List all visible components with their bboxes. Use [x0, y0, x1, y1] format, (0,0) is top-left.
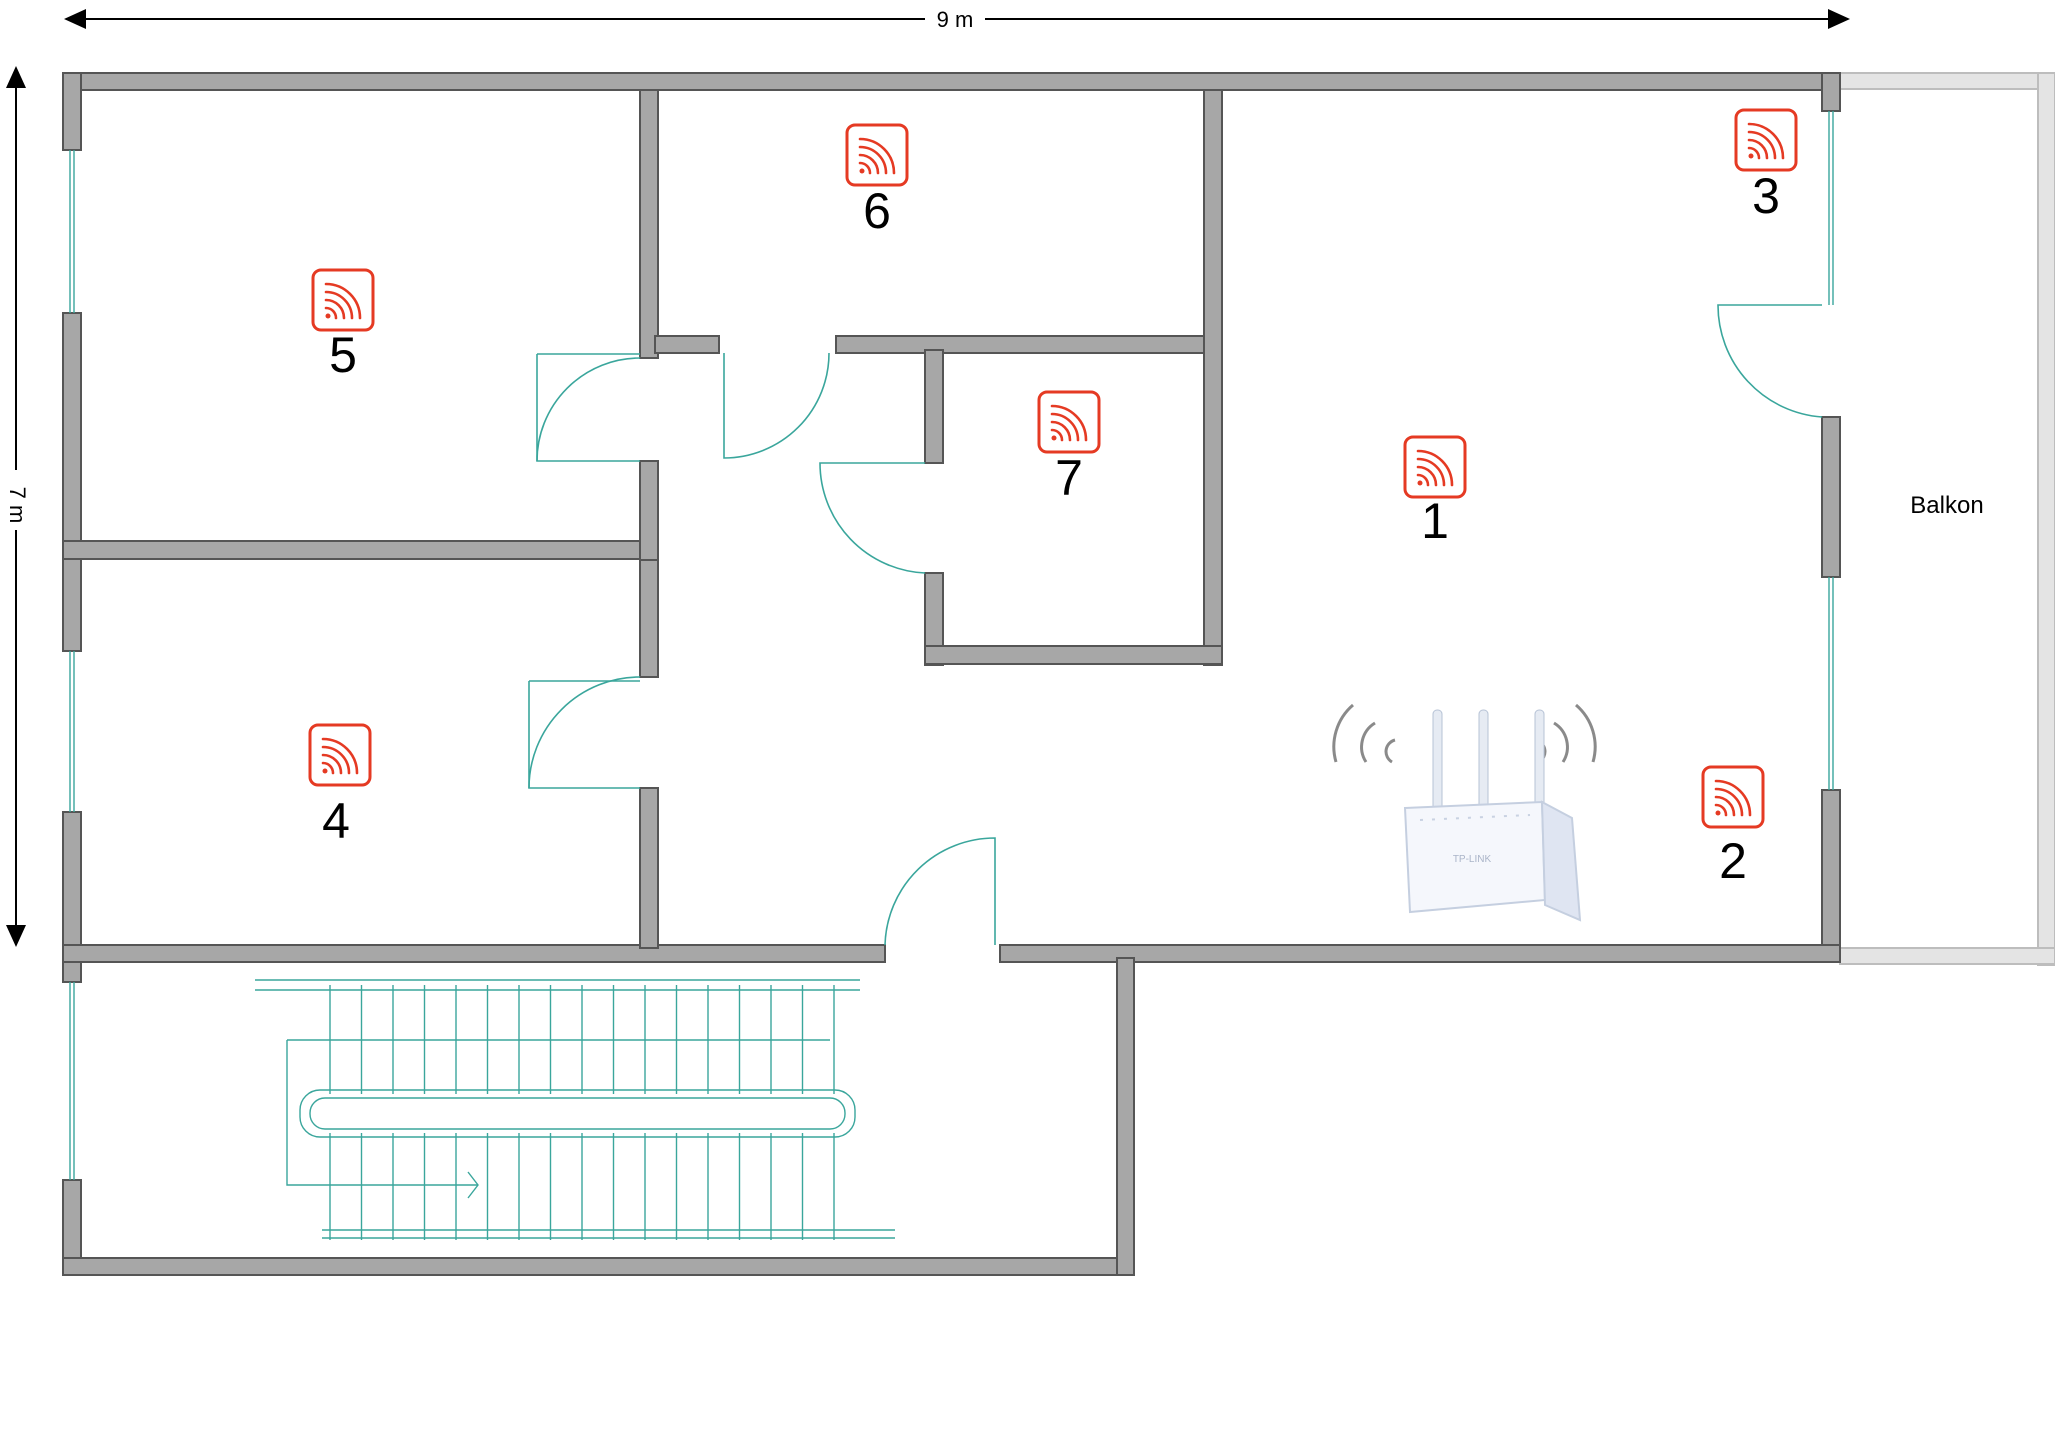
router-signal	[1332, 703, 1597, 764]
height-dimension: 7 m	[5, 66, 30, 947]
access-point-4: 4	[308, 723, 372, 849]
wifi-signal-icon	[308, 723, 372, 787]
access-point-3: 3	[1734, 108, 1798, 224]
height-label: 7 m	[5, 487, 30, 524]
width-label: 9 m	[937, 7, 974, 32]
access-point-label: 5	[329, 327, 357, 383]
wifi-signal-icon	[1403, 435, 1467, 499]
access-point-6: 6	[845, 123, 909, 239]
router-brand: TP-LINK	[1453, 854, 1492, 865]
balkon-label: Balkon	[1910, 492, 1983, 519]
access-point-7: 7	[1037, 390, 1101, 506]
access-point-label: 1	[1421, 493, 1449, 549]
wifi-signal-icon	[845, 123, 909, 187]
access-point-2: 2	[1701, 765, 1765, 889]
wifi-signal-icon	[1037, 390, 1101, 454]
access-point-label: 4	[322, 793, 350, 849]
access-point-layer: 1 2 3 4 5 6 7	[308, 108, 1798, 889]
wifi-signal-icon	[1734, 108, 1798, 172]
wifi-signal-icon	[1701, 765, 1765, 829]
access-point-label: 2	[1719, 833, 1747, 889]
windows	[69, 111, 1834, 1180]
access-point-label: 3	[1752, 168, 1780, 224]
balcony: Balkon	[1839, 72, 2055, 966]
access-point-label: 7	[1055, 450, 1083, 506]
access-point-1: 1	[1403, 435, 1467, 549]
wifi-router-icon: TP-LINK	[1403, 709, 1582, 922]
doors	[528, 304, 1823, 946]
walls	[62, 72, 1841, 1276]
width-dimension: 9 m	[64, 7, 1850, 32]
access-point-label: 6	[863, 183, 891, 239]
access-point-5: 5	[311, 268, 375, 383]
staircase	[255, 979, 895, 1240]
wifi-signal-icon	[311, 268, 375, 332]
